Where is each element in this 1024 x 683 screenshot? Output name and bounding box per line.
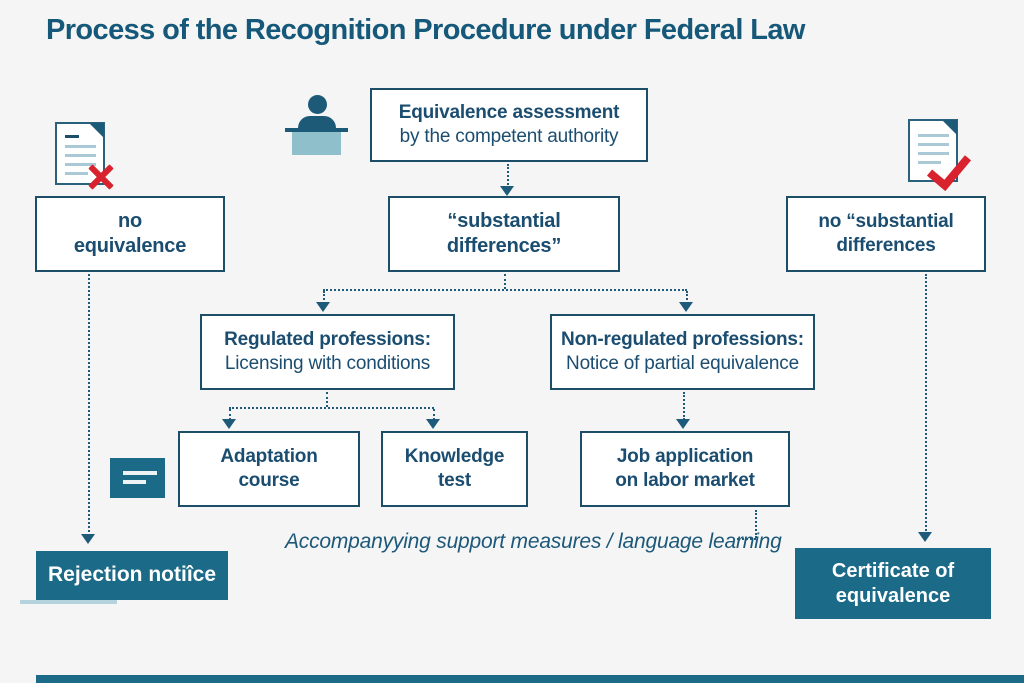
connector: [229, 409, 231, 420]
connector: [88, 274, 90, 536]
node-job-application: Job application on labor market: [580, 431, 790, 507]
connector: [686, 291, 688, 304]
desk-top: [285, 128, 348, 132]
document-x-icon: [55, 122, 105, 185]
arrowhead: [81, 534, 95, 544]
connector: [737, 538, 756, 540]
node-equivalence-assessment: Equivalence assessment by the competent …: [370, 88, 648, 162]
connector: [925, 274, 927, 534]
connector: [507, 164, 509, 188]
desk-front: [292, 132, 341, 155]
connector: [229, 407, 434, 409]
node-knowledge-test: Knowledge test: [381, 431, 528, 507]
node-substantial-differences: “substantial differences”: [388, 196, 620, 272]
node-certificate-of-equivalence: Certificate of equivalence: [795, 548, 991, 619]
arrowhead: [222, 419, 236, 429]
connector: [323, 289, 687, 291]
node-regulated-professions: Regulated professions: Licensing with co…: [200, 314, 455, 390]
connector: [433, 409, 435, 420]
node-adaptation-course: Adaptation course: [178, 431, 360, 507]
connector: [326, 392, 328, 407]
arrowhead: [676, 419, 690, 429]
bottom-accent-bar: [36, 675, 1024, 683]
rejection-box-shadow: [20, 600, 117, 604]
red-x-icon: [86, 162, 116, 192]
connector: [504, 274, 506, 289]
connector: [683, 392, 685, 420]
page-title: Process of the Recognition Procedure und…: [46, 14, 805, 46]
arrowhead: [679, 302, 693, 312]
node-non-regulated-professions: Non-regulated professions: Notice of par…: [550, 314, 815, 390]
node-line: Equivalence assessment: [398, 102, 620, 124]
node-line: by the competent authority: [399, 126, 619, 147]
page-fold: [942, 120, 957, 135]
connector: [323, 291, 325, 304]
arrowhead: [316, 302, 330, 312]
node-rejection-notice: Rejection notiîce: [36, 551, 228, 600]
arrowhead: [918, 532, 932, 542]
node-no-equivalence: no equivalence: [35, 196, 225, 272]
person-head: [308, 95, 327, 114]
document-check-icon: [908, 119, 958, 182]
node-no-substantial-differences: no “substantial differences: [786, 196, 986, 272]
notes-card-icon: [110, 458, 165, 498]
page-fold: [89, 123, 104, 138]
arrowhead: [500, 186, 514, 196]
arrowhead: [426, 419, 440, 429]
support-measures-note: Accompanyying support measures / languag…: [285, 530, 782, 553]
connector: [755, 510, 757, 538]
